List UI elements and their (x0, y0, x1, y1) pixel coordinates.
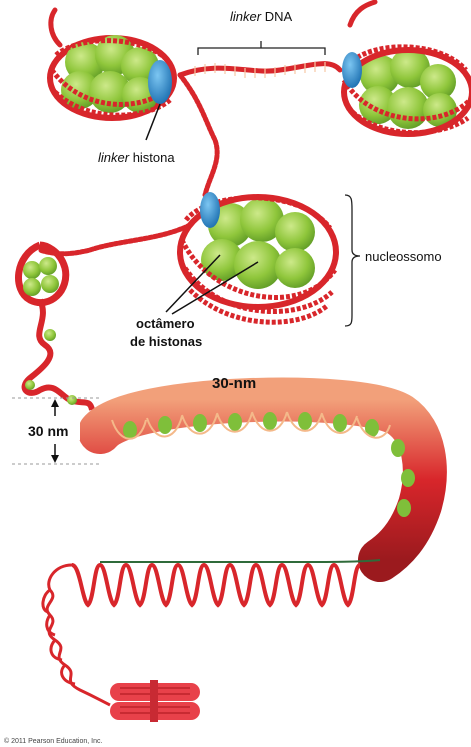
linker-dna-bracket (198, 41, 325, 55)
nucleosome-top-right (344, 47, 471, 134)
condensed-coil (43, 565, 110, 705)
linker-histona-label: linker histona (98, 150, 175, 165)
left-coil (19, 245, 92, 410)
scale-30nm-label: 30 nm (28, 423, 68, 439)
octamer-pointer-1 (166, 255, 220, 312)
nucleossomo-bracket (345, 195, 360, 326)
linker-histone-blob-middle (200, 192, 220, 228)
linker-histone-blob (148, 60, 172, 104)
octamero-label-line2: de histonas (130, 334, 202, 349)
metaphase-chromosome (110, 680, 200, 722)
nucleossomo-label: nucleossomo (365, 249, 442, 264)
solenoid-fiber (95, 399, 425, 562)
linker-histone-blob-right (342, 52, 362, 88)
fiber-30nm-label: 30-nm (212, 375, 256, 392)
linker-dna-label: linker DNA (230, 9, 292, 24)
copyright-text: © 2011 Pearson Education, Inc. (4, 737, 102, 745)
looped-domains (72, 565, 360, 605)
octamero-label-line1: octâmero (136, 316, 195, 331)
